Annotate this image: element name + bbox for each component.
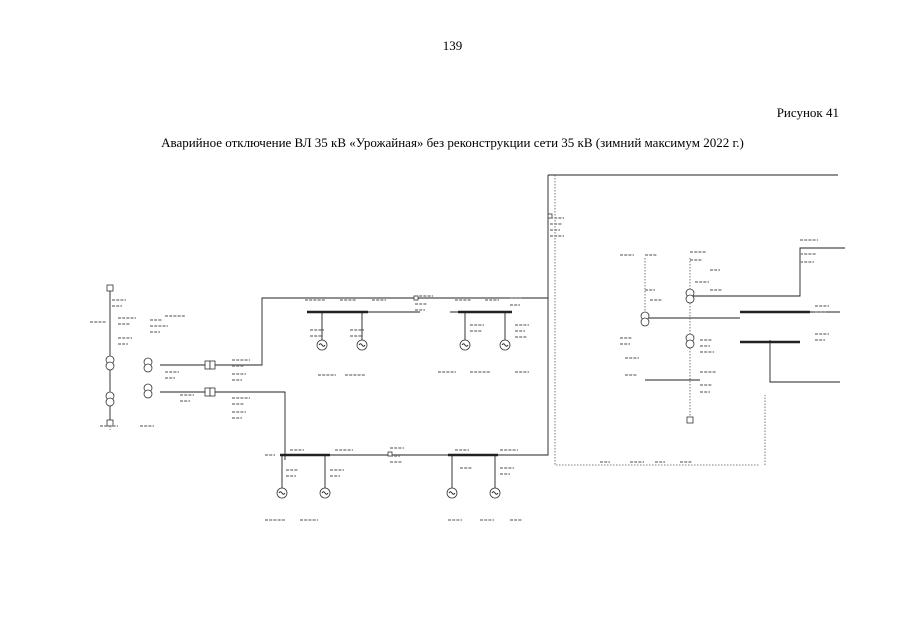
generator-drops	[281, 312, 506, 490]
substation-node-icon	[106, 284, 694, 427]
buses	[280, 310, 810, 457]
figure-label: Рисунок 41	[776, 105, 839, 120]
page-number: 139	[442, 38, 463, 53]
breaker-icon	[204, 213, 553, 457]
feeder-lines	[109, 174, 845, 460]
annotation-marks	[90, 217, 829, 521]
figure-caption: Аварийное отключение ВЛ 35 кВ «Урожайная…	[161, 135, 744, 150]
dotted-connectors	[109, 175, 766, 466]
generator-icon	[276, 339, 511, 499]
transformer-icon	[105, 288, 695, 407]
